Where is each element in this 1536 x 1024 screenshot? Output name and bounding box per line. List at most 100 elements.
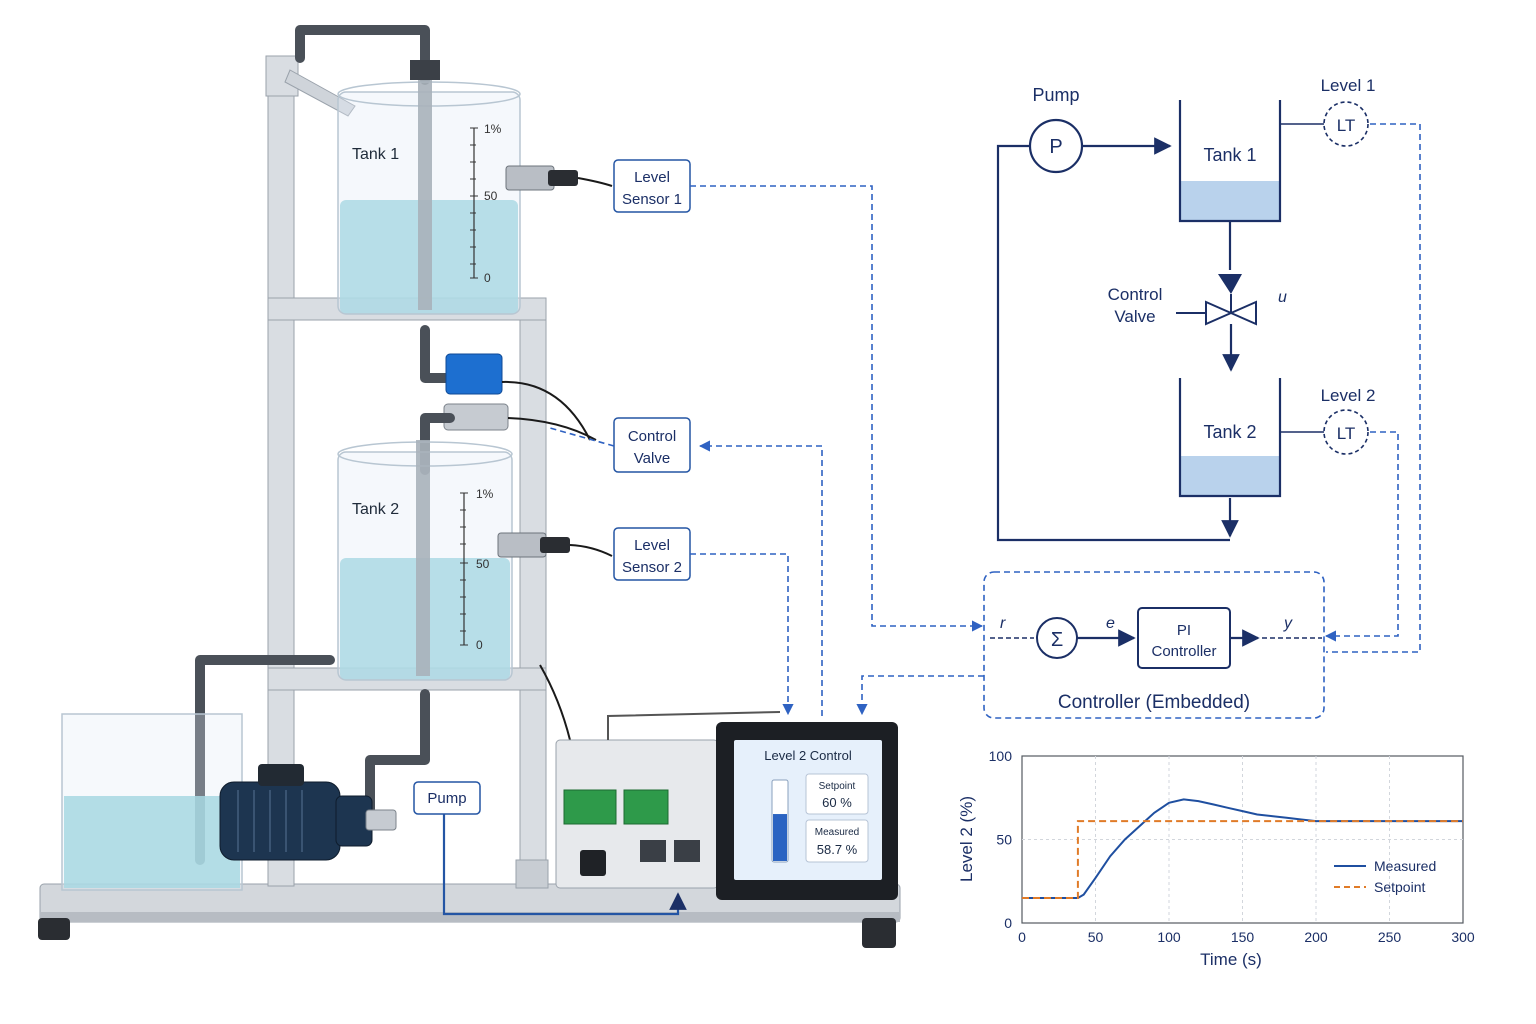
chart-ytick-label: 100 bbox=[989, 748, 1013, 764]
chart-xtick-label: 100 bbox=[1157, 929, 1181, 945]
schematic: Pump P Tank 1 Control Valve u Tank 2 Lev… bbox=[996, 76, 1375, 542]
io-terminals-right bbox=[623, 789, 669, 825]
chart-xtick-label: 200 bbox=[1304, 929, 1328, 945]
hmi-measured-label: Measured bbox=[815, 827, 859, 838]
tank1-scale-mid: 50 bbox=[484, 189, 498, 203]
legend-setpoint-label: Setpoint bbox=[1374, 879, 1425, 895]
signal-lines bbox=[549, 123, 1421, 716]
chart-xlabel: Time (s) bbox=[1200, 950, 1262, 969]
callout-level-sensor-2-line2: Sensor 2 bbox=[622, 559, 682, 576]
hmi-setpoint-label: Setpoint bbox=[819, 781, 856, 792]
level2-transmitter-symbol: LT bbox=[1337, 424, 1356, 443]
level-sensor-1-cable bbox=[577, 177, 613, 187]
callout-control-valve-line1: Control bbox=[628, 428, 676, 445]
schematic-tank1-label: Tank 1 bbox=[1203, 145, 1256, 165]
tank2-scale-ticks bbox=[460, 492, 468, 646]
callout-control-valve: Control Valve bbox=[613, 417, 691, 473]
pump-outlet-fitting bbox=[365, 809, 397, 831]
tank1-outlet-pipe bbox=[420, 325, 455, 383]
tank1-scale-ticks bbox=[470, 127, 478, 279]
chart-xtick-label: 300 bbox=[1451, 929, 1475, 945]
schematic-tank2-water bbox=[1180, 456, 1280, 496]
schematic-tank1-water bbox=[1180, 181, 1280, 221]
callout-level-sensor-1: Level Sensor 1 bbox=[613, 159, 691, 213]
chart-series bbox=[1022, 798, 1463, 899]
level-sensor-2-body bbox=[497, 532, 547, 558]
signal-valve-to-rig bbox=[549, 427, 615, 447]
inlet-pipe-fitting bbox=[410, 60, 440, 80]
inlet-pipe bbox=[295, 25, 430, 85]
level-sensor-1-cap bbox=[548, 170, 578, 186]
valve-actuator bbox=[445, 353, 503, 395]
controller-r: r bbox=[1000, 615, 1006, 632]
schematic-tank2-label: Tank 2 bbox=[1203, 422, 1256, 442]
schematic-valve-label-line1: Control bbox=[1108, 285, 1163, 304]
tank1-label: Tank 1 bbox=[352, 146, 399, 163]
tank2-scale-zero: 0 bbox=[476, 638, 483, 652]
chart-xtick-label: 150 bbox=[1231, 929, 1255, 945]
legend-measured-label: Measured bbox=[1374, 858, 1436, 874]
valve-signal-cable bbox=[507, 417, 597, 441]
controller-embedded: r Σ e PI Controller y Controller (Embedd… bbox=[983, 571, 1325, 719]
schematic-tank2 bbox=[1178, 378, 1282, 498]
hmi-setpoint-card bbox=[805, 773, 869, 815]
chart-ytick-label: 50 bbox=[996, 832, 1012, 848]
level-sensor-1-body bbox=[505, 165, 555, 191]
tank2-standpipe bbox=[416, 440, 430, 676]
controller-e: e bbox=[1106, 615, 1115, 632]
pi-controller-line2: Controller bbox=[1151, 643, 1216, 660]
controller-title: Controller (Embedded) bbox=[1058, 692, 1250, 713]
signal-level1-to-y bbox=[1326, 123, 1421, 653]
chart-xtick-label: 0 bbox=[1018, 929, 1026, 945]
physical-rig: Tank 1 1% 50 0 Tank 2 bbox=[38, 25, 901, 948]
schematic-pump-label: Pump bbox=[1032, 85, 1079, 105]
valve-signal-u: u bbox=[1278, 289, 1287, 306]
frame-post-right bbox=[519, 297, 547, 887]
tank1-scale-top: 1% bbox=[484, 122, 502, 136]
pump-motor-fins bbox=[237, 790, 303, 852]
tank2-label: Tank 2 bbox=[352, 501, 399, 518]
frame-post-left bbox=[267, 59, 295, 887]
chart-ylabel: Level 2 (%) bbox=[957, 796, 976, 882]
pipe-return-to-pump bbox=[996, 144, 1230, 542]
signal-controller-to-hmi bbox=[856, 675, 984, 716]
callout-level-sensor-2-line1: Level bbox=[634, 537, 670, 554]
hmi-measured-value: 58.7 % bbox=[817, 842, 858, 857]
foot-left bbox=[38, 918, 70, 940]
callout-level-sensor-1-line2: Sensor 1 bbox=[622, 191, 682, 208]
chart-xtick-label: 250 bbox=[1378, 929, 1402, 945]
signal-sensor2-to-hmi bbox=[690, 553, 794, 716]
pump-signal-wire bbox=[442, 814, 687, 916]
foot-right bbox=[862, 918, 896, 948]
summing-junction-symbol: Σ bbox=[1051, 629, 1063, 651]
level1-transmitter-symbol: LT bbox=[1337, 116, 1356, 135]
signal-sensor1-to-r bbox=[690, 185, 984, 632]
pump-symbol-letter: P bbox=[1049, 136, 1062, 158]
reservoir-water bbox=[64, 796, 240, 888]
tank2-scale-mid: 50 bbox=[476, 557, 490, 571]
return-pipe bbox=[195, 655, 335, 865]
pump-discharge-pipe bbox=[365, 689, 430, 825]
callout-level-sensor-1-line1: Level bbox=[634, 169, 670, 186]
level-sensor-2-cap bbox=[540, 537, 570, 553]
chart-legend: Measured Setpoint bbox=[1334, 858, 1436, 895]
hmi-title: Level 2 Control bbox=[764, 748, 852, 763]
tank1-scale-zero: 0 bbox=[484, 271, 491, 285]
tank2-side-cable bbox=[539, 664, 571, 741]
callout-pump-label: Pump bbox=[427, 790, 466, 807]
hmi-setpoint-value: 60 % bbox=[822, 795, 852, 810]
chart-ytick-label: 0 bbox=[1004, 915, 1012, 931]
callout-control-valve-line2: Valve bbox=[634, 450, 670, 467]
io-top-cable bbox=[607, 711, 781, 740]
tank1-standpipe bbox=[418, 80, 432, 310]
controller-boundary bbox=[983, 571, 1325, 719]
callout-level-sensor-2: Level Sensor 2 bbox=[613, 527, 691, 581]
signal-level2-to-y bbox=[1324, 431, 1399, 642]
base-plate-edge bbox=[40, 912, 900, 922]
io-power-jack bbox=[580, 850, 606, 876]
io-ethernet-port-1 bbox=[640, 840, 666, 862]
frame-foot-bracket bbox=[515, 859, 549, 889]
pump-terminal-box bbox=[258, 764, 304, 786]
reservoir-glass bbox=[61, 713, 243, 891]
